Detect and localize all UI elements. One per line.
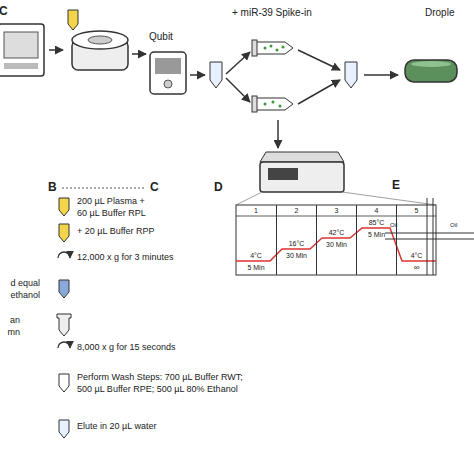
- step-duration: 5 Min: [236, 264, 276, 271]
- protocol-step: Perform Wash Steps: 700 µL Buffer RWT; 5…: [77, 372, 251, 395]
- pooled-tube: [345, 62, 357, 88]
- protocol-step: 200 µL Plasma + 60 µL Buffer RPL: [77, 196, 157, 219]
- step-number: 4: [357, 207, 396, 214]
- thermocycler-icon: [260, 152, 344, 192]
- step-number: 2: [277, 207, 316, 214]
- step-note: + miR-39 Spike-in: [232, 6, 312, 19]
- step-duration: ∞: [397, 264, 436, 272]
- step-duration: 5 Min: [357, 231, 396, 238]
- sample-tube: [210, 62, 222, 88]
- step-temperature: 42°C: [317, 229, 356, 236]
- protocol-step: an mn: [0, 315, 20, 338]
- program-panel: [236, 205, 436, 275]
- device-name: C: [0, 4, 8, 20]
- panel-letter: E: [392, 178, 400, 194]
- protocol-step: + 20 µL Buffer RPP: [77, 226, 154, 238]
- panel-letter: C: [150, 180, 159, 196]
- step-icons: [57, 198, 71, 438]
- program-step: 5 4°C ∞: [396, 205, 436, 275]
- channel-label: Oil: [450, 222, 457, 230]
- program-step: 3 42°C 30 Min: [316, 205, 356, 275]
- panel-letter: D: [214, 180, 223, 196]
- protocol-step: Elute in 20 µL water: [77, 421, 156, 433]
- step-number: 3: [317, 207, 356, 214]
- program-step: 2 16°C 30 Min: [276, 205, 316, 275]
- device-name: Qubit: [149, 30, 173, 43]
- divider: [62, 188, 146, 189]
- fluorometer-icon: [150, 52, 186, 94]
- extraction-robot: [0, 24, 44, 76]
- program-step: 4 85°C 5 Min: [356, 205, 396, 275]
- step-number: 1: [236, 207, 276, 214]
- step-temperature: 4°C: [397, 252, 436, 259]
- centrifuge-icon: [68, 10, 128, 70]
- step-duration: 30 Min: [317, 241, 356, 248]
- split-tubes: [252, 40, 293, 112]
- step-number: 5: [397, 207, 436, 214]
- droplet-generator-icon: [405, 60, 457, 82]
- program-step: 1 4°C 5 Min: [236, 205, 276, 275]
- protocol-step: 12,000 x g for 3 minutes: [77, 252, 174, 264]
- protocol-step: d equal ethanol: [0, 278, 40, 301]
- step-temperature: 16°C: [277, 240, 316, 247]
- step-duration: 30 Min: [277, 252, 316, 259]
- panel-letter: B: [48, 180, 57, 196]
- droplet-chip: [385, 198, 474, 275]
- step-temperature: 4°C: [236, 252, 276, 259]
- step-temperature: 85°C: [357, 219, 396, 226]
- protocol-step: 8,000 x g for 15 seconds: [77, 342, 176, 354]
- device-name: Drople: [425, 6, 454, 19]
